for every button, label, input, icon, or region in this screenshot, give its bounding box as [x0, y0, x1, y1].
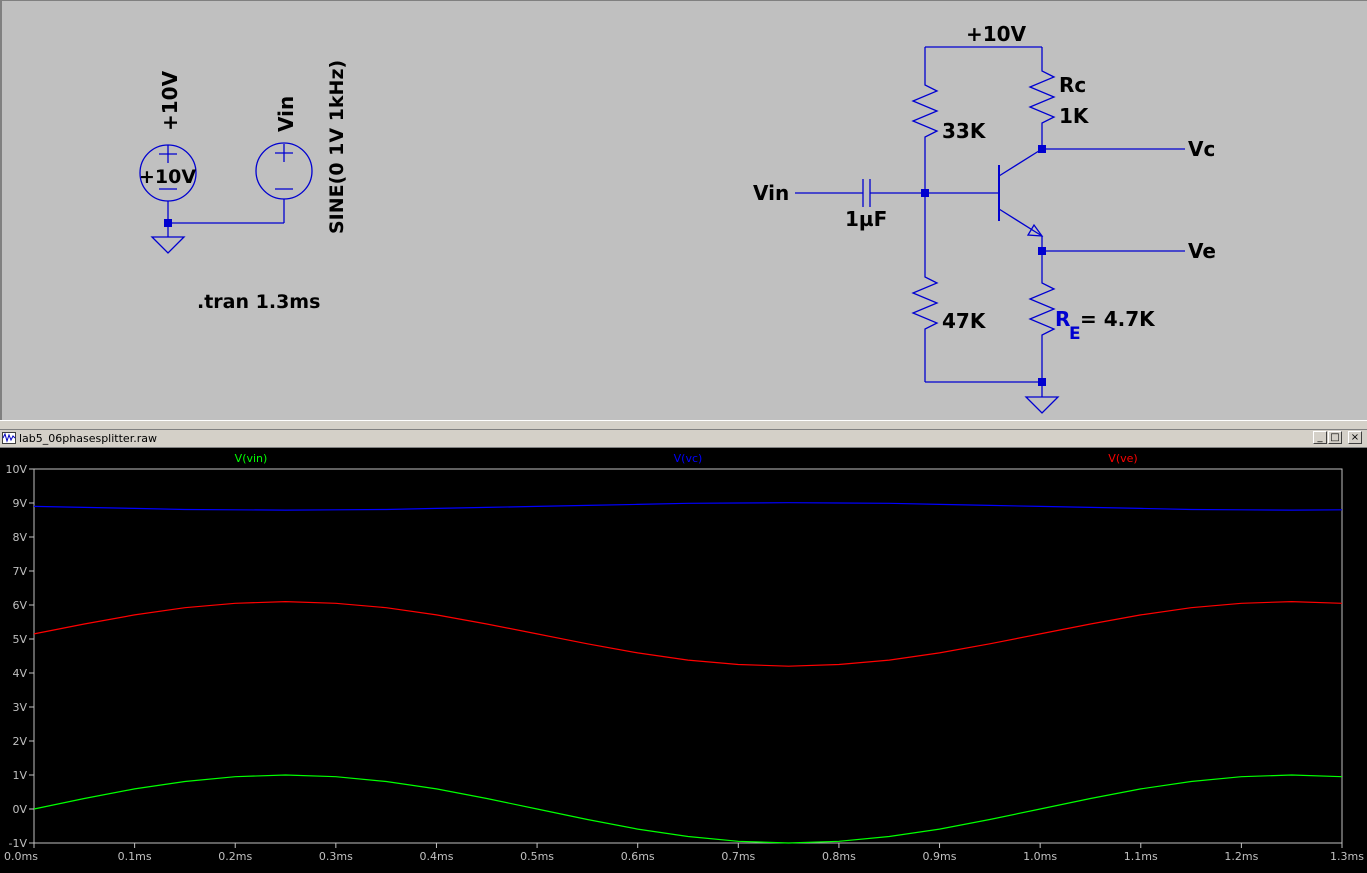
resistor-rc[interactable]: [1028, 65, 1056, 129]
x-tick-label: 0.8ms: [822, 850, 856, 863]
x-tick-label: 0.1ms: [118, 850, 152, 863]
x-tick-label: 0.9ms: [923, 850, 957, 863]
y-tick-label: 3V: [12, 701, 27, 714]
cap-value-label: 1µF: [845, 207, 887, 231]
input-source-value: SINE(0 1V 1kHz): [326, 60, 348, 234]
x-tick-label: 0.2ms: [218, 850, 252, 863]
rc-name-label: Rc: [1059, 73, 1086, 97]
supply-net-label: +10V: [158, 70, 182, 131]
r-bias-bottom-value: 47K: [942, 309, 987, 333]
resistor-47k[interactable]: [911, 271, 939, 335]
x-tick-label: 0.5ms: [520, 850, 554, 863]
supply-value-label: +10V: [139, 166, 196, 188]
series-line-V(vc)[interactable]: [33, 502, 1343, 511]
y-tick-label: 5V: [12, 633, 27, 646]
legend-V(ve)[interactable]: V(ve): [1108, 452, 1137, 465]
series-line-V(ve)[interactable]: [33, 600, 1343, 667]
ve-net-label: Ve: [1188, 239, 1216, 263]
re-subscript-label: E: [1069, 324, 1081, 344]
vin-net-label: Vin: [753, 181, 789, 205]
x-tick-label: 1.0ms: [1023, 850, 1057, 863]
ground-symbol: [1024, 396, 1060, 414]
waveform-viewer-window[interactable]: lab5_06phasesplitter.raw _ □ × 10V 9V 8V 7V…: [0, 430, 1367, 873]
x-tick-label: 1.2ms: [1224, 850, 1258, 863]
x-tick-label: 0.4ms: [419, 850, 453, 863]
waveform-chart[interactable]: 10V 9V 8V 7V 6V 5V 4V 3V 2V 1V 0V -1V0.0ms 0.1ms 0.2m…: [0, 448, 1367, 873]
y-tick-label: 7V: [12, 565, 27, 578]
input-capacitor[interactable]: [862, 179, 871, 207]
y-tick-label: 6V: [12, 599, 27, 612]
x-tick-label: 0.0ms: [4, 850, 38, 863]
waveform-file-title: lab5_06phasesplitter.raw: [19, 432, 157, 445]
y-tick-label: 8V: [12, 531, 27, 544]
rc-value-label: 1K: [1059, 104, 1090, 128]
resistor-re[interactable]: [1028, 277, 1056, 341]
input-net-label: Vin: [274, 96, 298, 132]
schematic-editor[interactable]: +10V +10V Vin SINE(0 1V 1kHz) .tran 1.3m…: [0, 0, 1367, 420]
x-tick-label: 0.7ms: [721, 850, 755, 863]
y-tick-label: 9V: [12, 497, 27, 510]
y-tick-label: 0V: [12, 803, 27, 816]
re-name-label: R: [1055, 307, 1070, 331]
plot-frame: [33, 468, 1343, 844]
series-line-V(vin)[interactable]: [33, 774, 1343, 844]
y-tick-label: 2V: [12, 735, 27, 748]
supply-rail-label: +10V: [966, 22, 1027, 46]
input-voltage-source[interactable]: [255, 142, 313, 223]
y-tick-label: 10V: [5, 463, 27, 476]
x-tick-label: 1.3ms: [1330, 850, 1364, 863]
y-tick-label: 4V: [12, 667, 27, 680]
waveform-icon: [2, 432, 16, 444]
legend-V(vc)[interactable]: V(vc): [674, 452, 703, 465]
npn-transistor[interactable]: [925, 148, 1044, 251]
ground-symbol: [150, 236, 186, 254]
minimize-button[interactable]: _: [1313, 431, 1327, 444]
r-bias-top-value: 33K: [942, 119, 987, 143]
waveform-titlebar[interactable]: lab5_06phasesplitter.raw _ □ ×: [0, 430, 1367, 448]
x-tick-label: 0.6ms: [621, 850, 655, 863]
x-tick-label: 1.1ms: [1124, 850, 1158, 863]
schematic-canvas[interactable]: +10V +10V Vin SINE(0 1V 1kHz) .tran 1.3m…: [2, 1, 1367, 421]
vc-net-label: Vc: [1188, 137, 1215, 161]
x-tick-label: 0.3ms: [319, 850, 353, 863]
pane-splitter[interactable]: [0, 420, 1367, 430]
re-value-label: = 4.7K: [1080, 307, 1156, 331]
close-button[interactable]: ×: [1348, 431, 1362, 444]
maximize-button[interactable]: □: [1328, 431, 1342, 444]
y-tick-label: 1V: [12, 769, 27, 782]
resistor-33k[interactable]: [911, 79, 939, 143]
legend-V(vin)[interactable]: V(vin): [235, 452, 268, 465]
spice-directive[interactable]: .tran 1.3ms: [197, 291, 320, 313]
y-tick-label: -1V: [9, 837, 28, 850]
